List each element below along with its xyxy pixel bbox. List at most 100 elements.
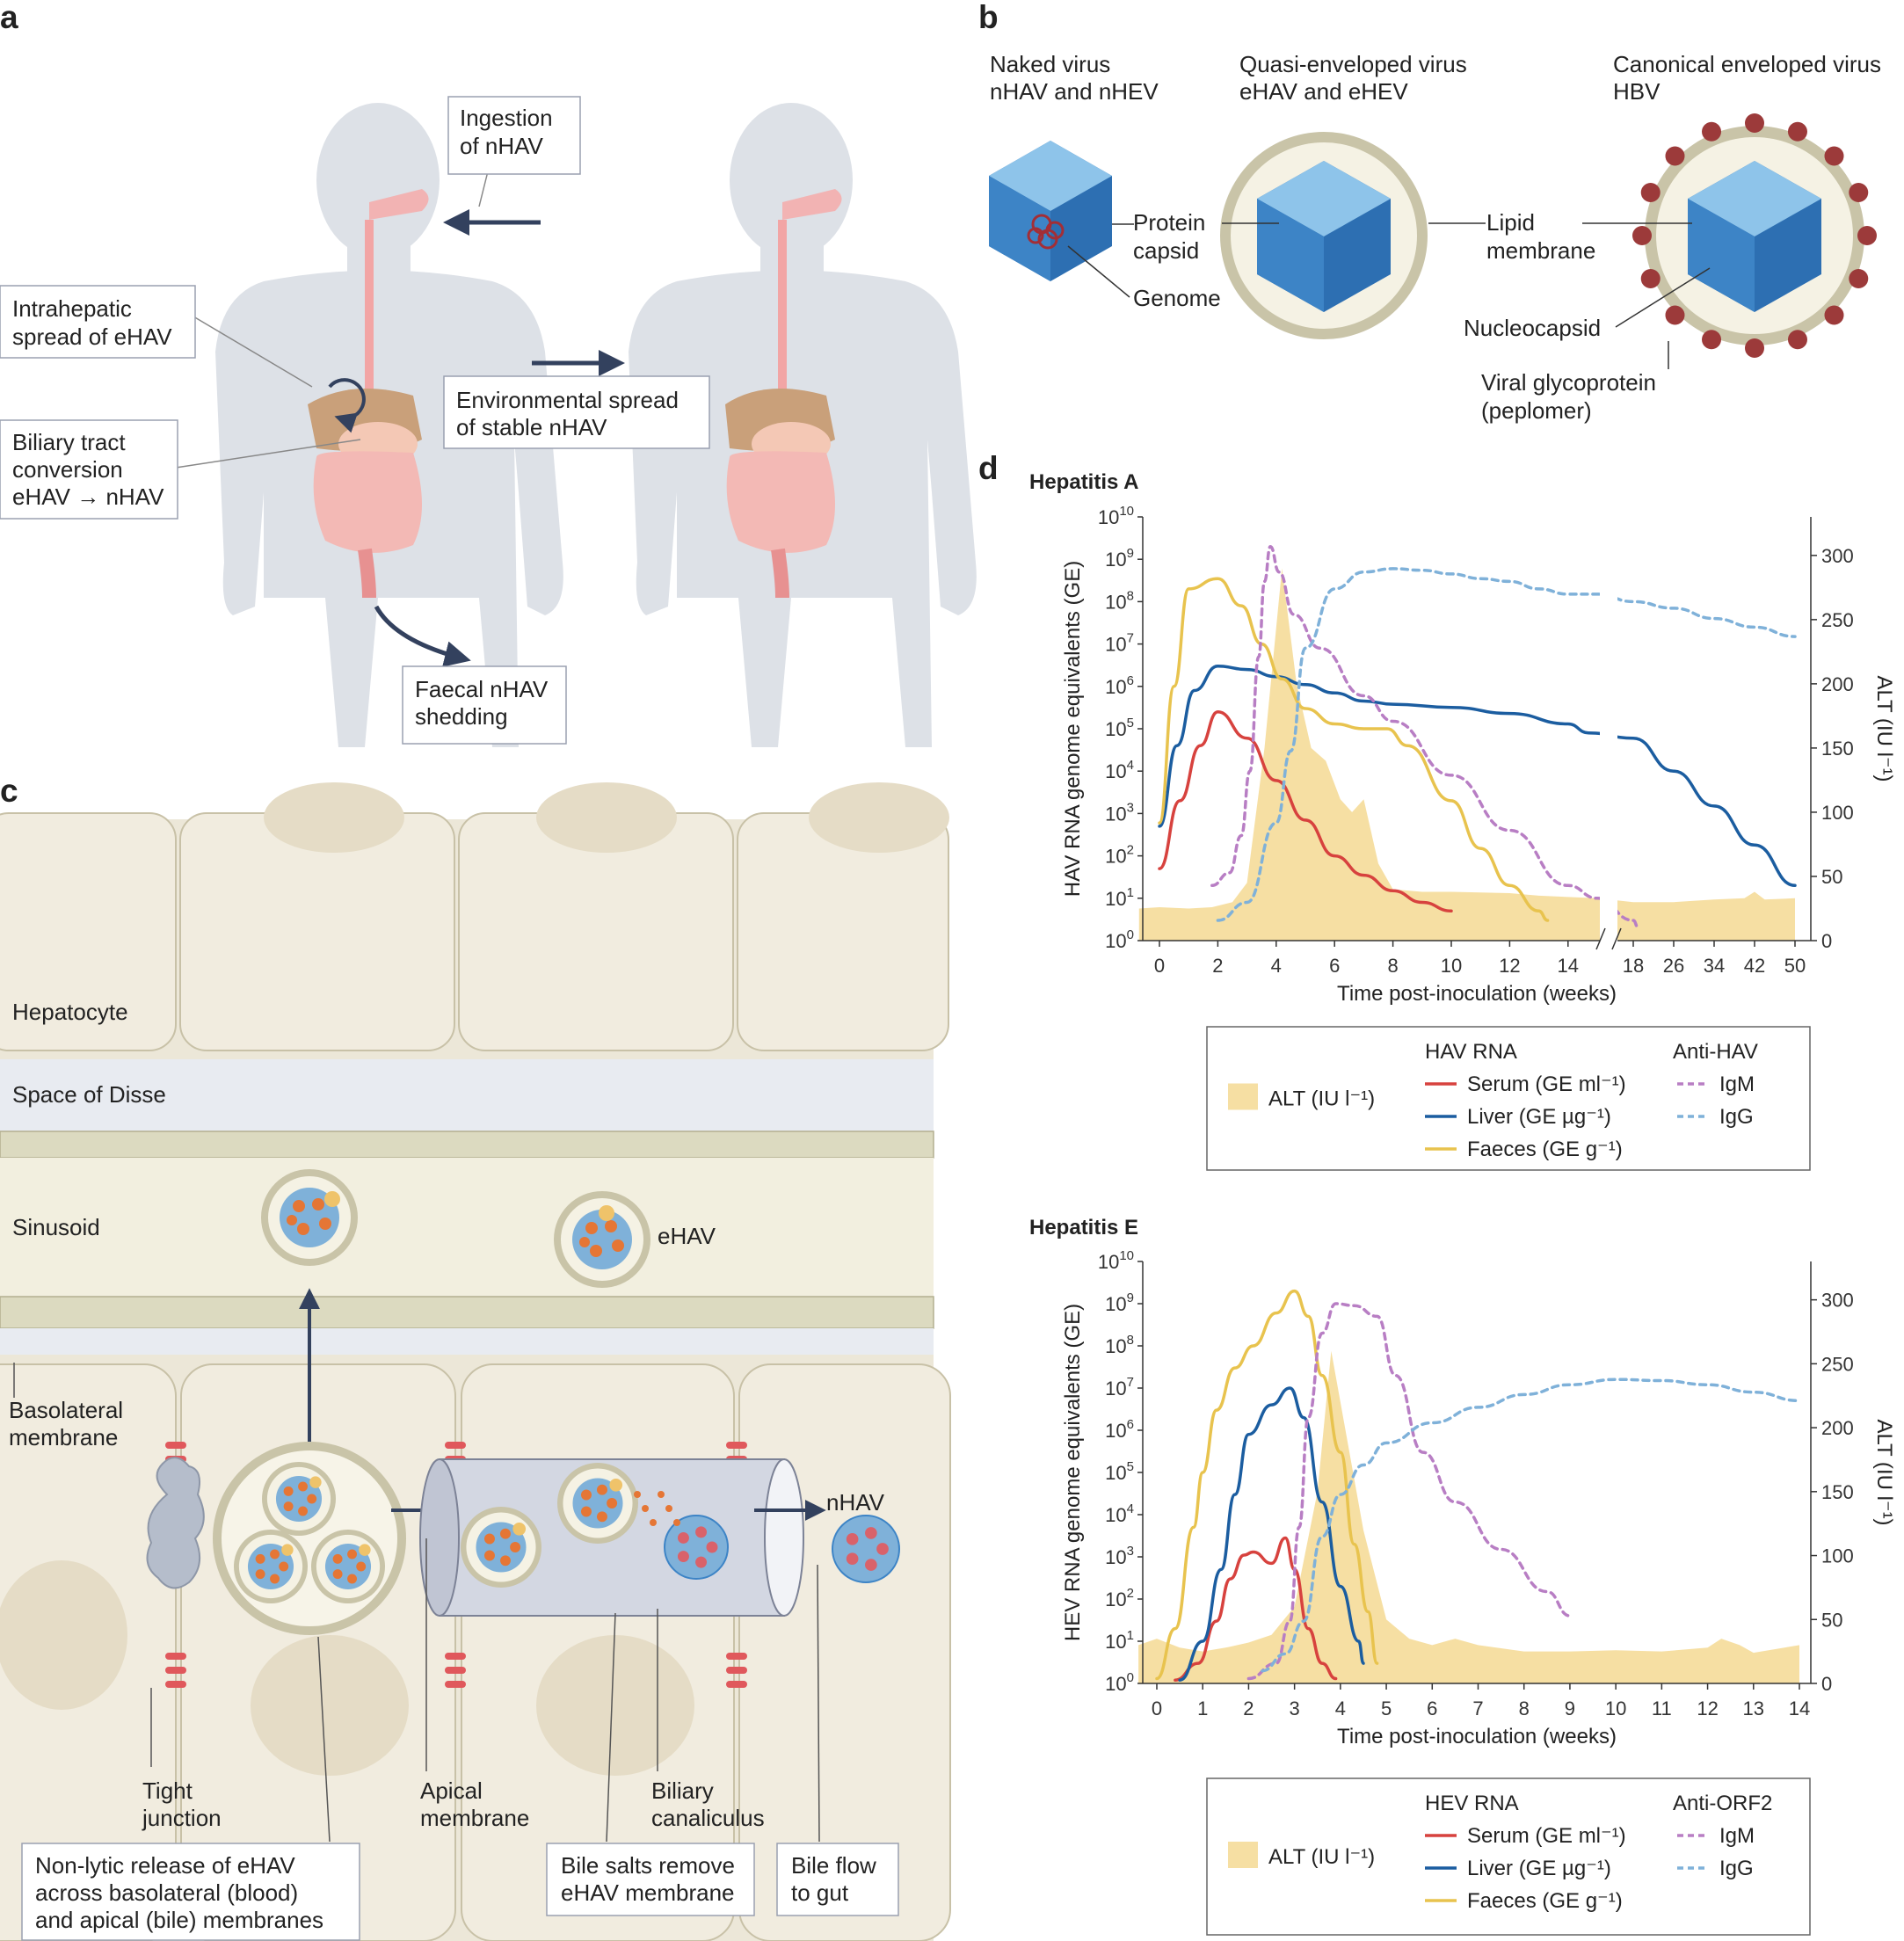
nhav-particle [664, 1515, 729, 1580]
hepatitis-a-chart: Hepatitis A10010110210310410510610710810… [1029, 470, 1896, 1171]
x-tick-label: 34 [1704, 955, 1725, 977]
intrahepatic-cycle-arrow [328, 378, 366, 433]
y2-axis-label: ALT (IU l⁻¹) [1872, 1419, 1896, 1525]
y-tick-label: 1010 [1098, 504, 1134, 528]
top-nuclei [264, 782, 949, 853]
legend-series-label: Faeces (GE g⁻¹) [1467, 1138, 1623, 1161]
nhav-particle [832, 1515, 900, 1583]
y-tick-label: 102 [1105, 1586, 1134, 1610]
y2-axis-label: ALT (IU l⁻¹) [1872, 675, 1896, 781]
glycoprotein-label: Viral glycoprotein(peplomer) [1481, 369, 1656, 424]
legend-series-label: Faeces (GE g⁻¹) [1467, 1889, 1623, 1913]
y2-tick-label: 0 [1821, 1673, 1832, 1695]
y2-tick-label: 200 [1821, 1417, 1854, 1439]
faecal-arrow [374, 605, 471, 667]
series-line [1216, 567, 1797, 922]
tight-junction-strand [726, 1653, 747, 1660]
x-tick-label: 9 [1565, 1697, 1575, 1719]
y-tick-label: 107 [1105, 1375, 1134, 1399]
series-line [1155, 1289, 1379, 1681]
y2-tick-label: 100 [1821, 802, 1854, 824]
y2-tick-label: 300 [1821, 1290, 1854, 1312]
series-line [1261, 1378, 1801, 1673]
y-tick-label: 109 [1105, 1290, 1134, 1315]
nhav-label: nHAV [826, 1489, 885, 1516]
x-tick-label: 0 [1152, 1697, 1162, 1719]
intrahepatic-callout [0, 285, 196, 359]
tight-junction-strand [445, 1442, 466, 1449]
axis-break-mark [1595, 927, 1606, 950]
x-axis-label: Time post-inoculation (weeks) [1337, 982, 1617, 1006]
tight-junction-strand [165, 1667, 186, 1674]
x-tick-label: 0 [1154, 955, 1165, 977]
left-gi-tract [308, 189, 429, 599]
tight-junction-strand [445, 1681, 466, 1688]
space-of-disse [0, 1059, 934, 1131]
x-tick-label: 1 [1197, 1697, 1208, 1719]
legend-group-rna: HEV RNA [1425, 1792, 1519, 1815]
peplomer [1824, 305, 1844, 325]
alt-area [1138, 568, 1795, 941]
y-tick-label: 1010 [1098, 1248, 1134, 1273]
faecal-callout [402, 665, 567, 745]
legend-series-label: Serum (GE ml⁻¹) [1467, 1072, 1626, 1096]
y-tick-label: 104 [1105, 1501, 1134, 1526]
peplomer [1640, 183, 1661, 203]
y-tick-label: 103 [1105, 800, 1134, 825]
chart-title: Hepatitis E [1029, 1216, 1138, 1239]
environmental-callout [443, 375, 710, 449]
y-tick-label: 106 [1105, 1417, 1134, 1442]
y-tick-label: 105 [1105, 1459, 1134, 1484]
left-intestine [313, 451, 422, 553]
genome-label: Genome [1133, 285, 1221, 311]
x-tick-label: 10 [1441, 955, 1462, 977]
biliary-callout [0, 419, 178, 520]
y2-tick-label: 250 [1821, 1353, 1854, 1375]
peplomer [1787, 121, 1807, 142]
x-tick-label: 3 [1290, 1697, 1300, 1719]
sinusoid-label: Sinusoid [12, 1214, 100, 1240]
genome-leader [1067, 245, 1130, 298]
panel-c-label: c [0, 773, 18, 809]
x-tick-label: 2 [1212, 955, 1223, 977]
x-tick-label: 42 [1744, 955, 1765, 977]
y-tick-label: 101 [1105, 1628, 1134, 1653]
tight-junction-strand [165, 1653, 186, 1660]
y-tick-label: 102 [1105, 843, 1134, 868]
y-tick-label: 108 [1105, 1333, 1134, 1357]
series-line [1158, 665, 1797, 888]
bile-flow-callout [776, 1843, 899, 1916]
bile-salts-callout [546, 1843, 755, 1916]
x-tick-label: 2 [1243, 1697, 1254, 1719]
panel-d: d Hepatitis A100101102103104105106107108… [978, 450, 1896, 1936]
legend-group-rna: HAV RNA [1425, 1040, 1517, 1064]
series-line [1246, 1302, 1572, 1681]
x-tick-label: 8 [1387, 955, 1398, 977]
y-tick-label: 108 [1105, 588, 1134, 613]
ingestion-callout [447, 96, 581, 175]
y2-tick-label: 200 [1821, 673, 1854, 695]
y-tick-label: 100 [1105, 927, 1134, 952]
alt-area [1138, 1350, 1799, 1683]
endothelium-top [0, 1130, 934, 1159]
basolateral-vesicle-cloud [146, 1457, 205, 1589]
x-tick-label: 14 [1789, 1697, 1810, 1719]
series-line [1210, 544, 1640, 930]
sinusoid [0, 1158, 934, 1297]
y2-tick-label: 250 [1821, 609, 1854, 631]
chart-title: Hepatitis A [1029, 470, 1138, 494]
y-tick-label: 104 [1105, 758, 1134, 782]
series-line [1158, 577, 1550, 922]
y-tick-label: 106 [1105, 673, 1134, 698]
intrahepatic-leader [193, 316, 313, 388]
x-tick-label: 7 [1472, 1697, 1483, 1719]
x-tick-label: 4 [1271, 955, 1282, 977]
legend-alt-label: ALT (IU l⁻¹) [1268, 1087, 1375, 1111]
peplomer [1702, 121, 1722, 142]
